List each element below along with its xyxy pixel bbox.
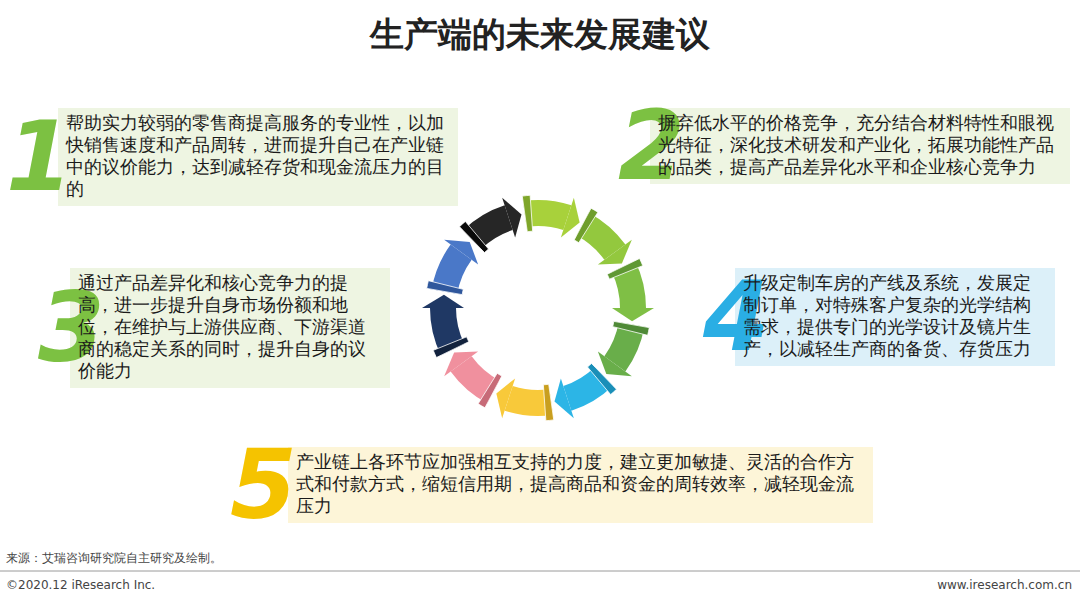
ring-arrow-head [422,295,464,308]
callout-number: 5 [230,437,297,533]
copyright-note: ©2020.12 iResearch Inc. [6,578,155,592]
suggestion-box: 3通过产品差异化和核心竞争力的提高，进一步提升自身市场份额和地位，在维护与上游供… [70,268,390,388]
ring-arrow [574,208,632,264]
ring-arrow [598,321,649,376]
callout-number: 1 [6,109,73,205]
source-note: 来源：艾瑞咨询研究院自主研究及绘制。 [6,550,222,567]
ring-arrow [427,240,478,295]
ring-arrow-head [496,378,515,418]
ring-arrow [460,198,522,253]
ring-arrow-head [554,378,573,418]
suggestion-box: 1帮助实力较弱的零售商提高服务的专业性，以加快销售速度和产品周转，进而提升自己在… [58,108,458,206]
suggestion-box: 5产业链上各环节应加强相互支持的力度，建立更加敏捷、灵活的合作方式和付款方式，缩… [288,447,873,523]
ring-arrow [422,295,469,358]
ring-arrow-head [612,308,654,321]
ring-arrow-cap [433,337,469,358]
suggestion-text: 升级定制车房的产线及系统，发展定制订单，对特殊客户复杂的光学结构需求，提供专门的… [743,272,1047,360]
ring-arrow-cap [613,321,650,335]
ring-arrow-head [444,351,478,376]
ring-arrow-cap [607,258,643,279]
ring-arrow-cap [574,208,598,242]
ring-arrow [554,363,616,418]
ring-arrow-head [444,240,478,265]
ring-arrow-head [598,351,632,376]
ring-arrow-cap [478,373,502,407]
suggestion-box: 2摒弃低水平的价格竞争，充分结合材料特性和眼视光特征，深化技术研发和产业化，拓展… [650,108,1070,184]
suggestion-text: 通过产品差异化和核心竞争力的提高，进一步提升自身市场份额和地位，在维护与上游供应… [78,272,382,382]
ring-arrow [607,258,654,321]
ring-arrow-head [598,240,632,265]
ring-arrow-cap [427,281,464,295]
ring-arrow-cap [587,363,616,394]
ring-arrow [444,351,502,407]
ring-arrow-cap [460,221,489,252]
ring-arrow-cap [522,195,532,231]
ring-arrow-cap [543,384,553,420]
suggestion-text: 产业链上各环节应加强相互支持的力度，建立更加敏捷、灵活的合作方式和付款方式，缩短… [296,451,865,517]
page-title: 生产端的未来发展建议 [0,12,1080,58]
ring-arrow-head [502,198,521,238]
ring-arrow [496,378,553,420]
website-note: www.iresearch.com.cn [937,578,1072,592]
ring-arrow-head [561,198,580,238]
suggestion-box: 4升级定制车房的产线及系统，发展定制订单，对特殊客户复杂的光学结构需求，提供专门… [735,268,1055,366]
footer-rule-line [0,571,1080,572]
suggestion-text: 摒弃低水平的价格竞争，充分结合材料特性和眼视光特征，深化技术研发和产业化，拓展功… [658,112,1062,178]
ring-arrow [522,195,579,237]
suggestion-text: 帮助实力较弱的零售商提高服务的专业性，以加快销售速度和产品周转，进而提升自己在产… [66,112,450,200]
